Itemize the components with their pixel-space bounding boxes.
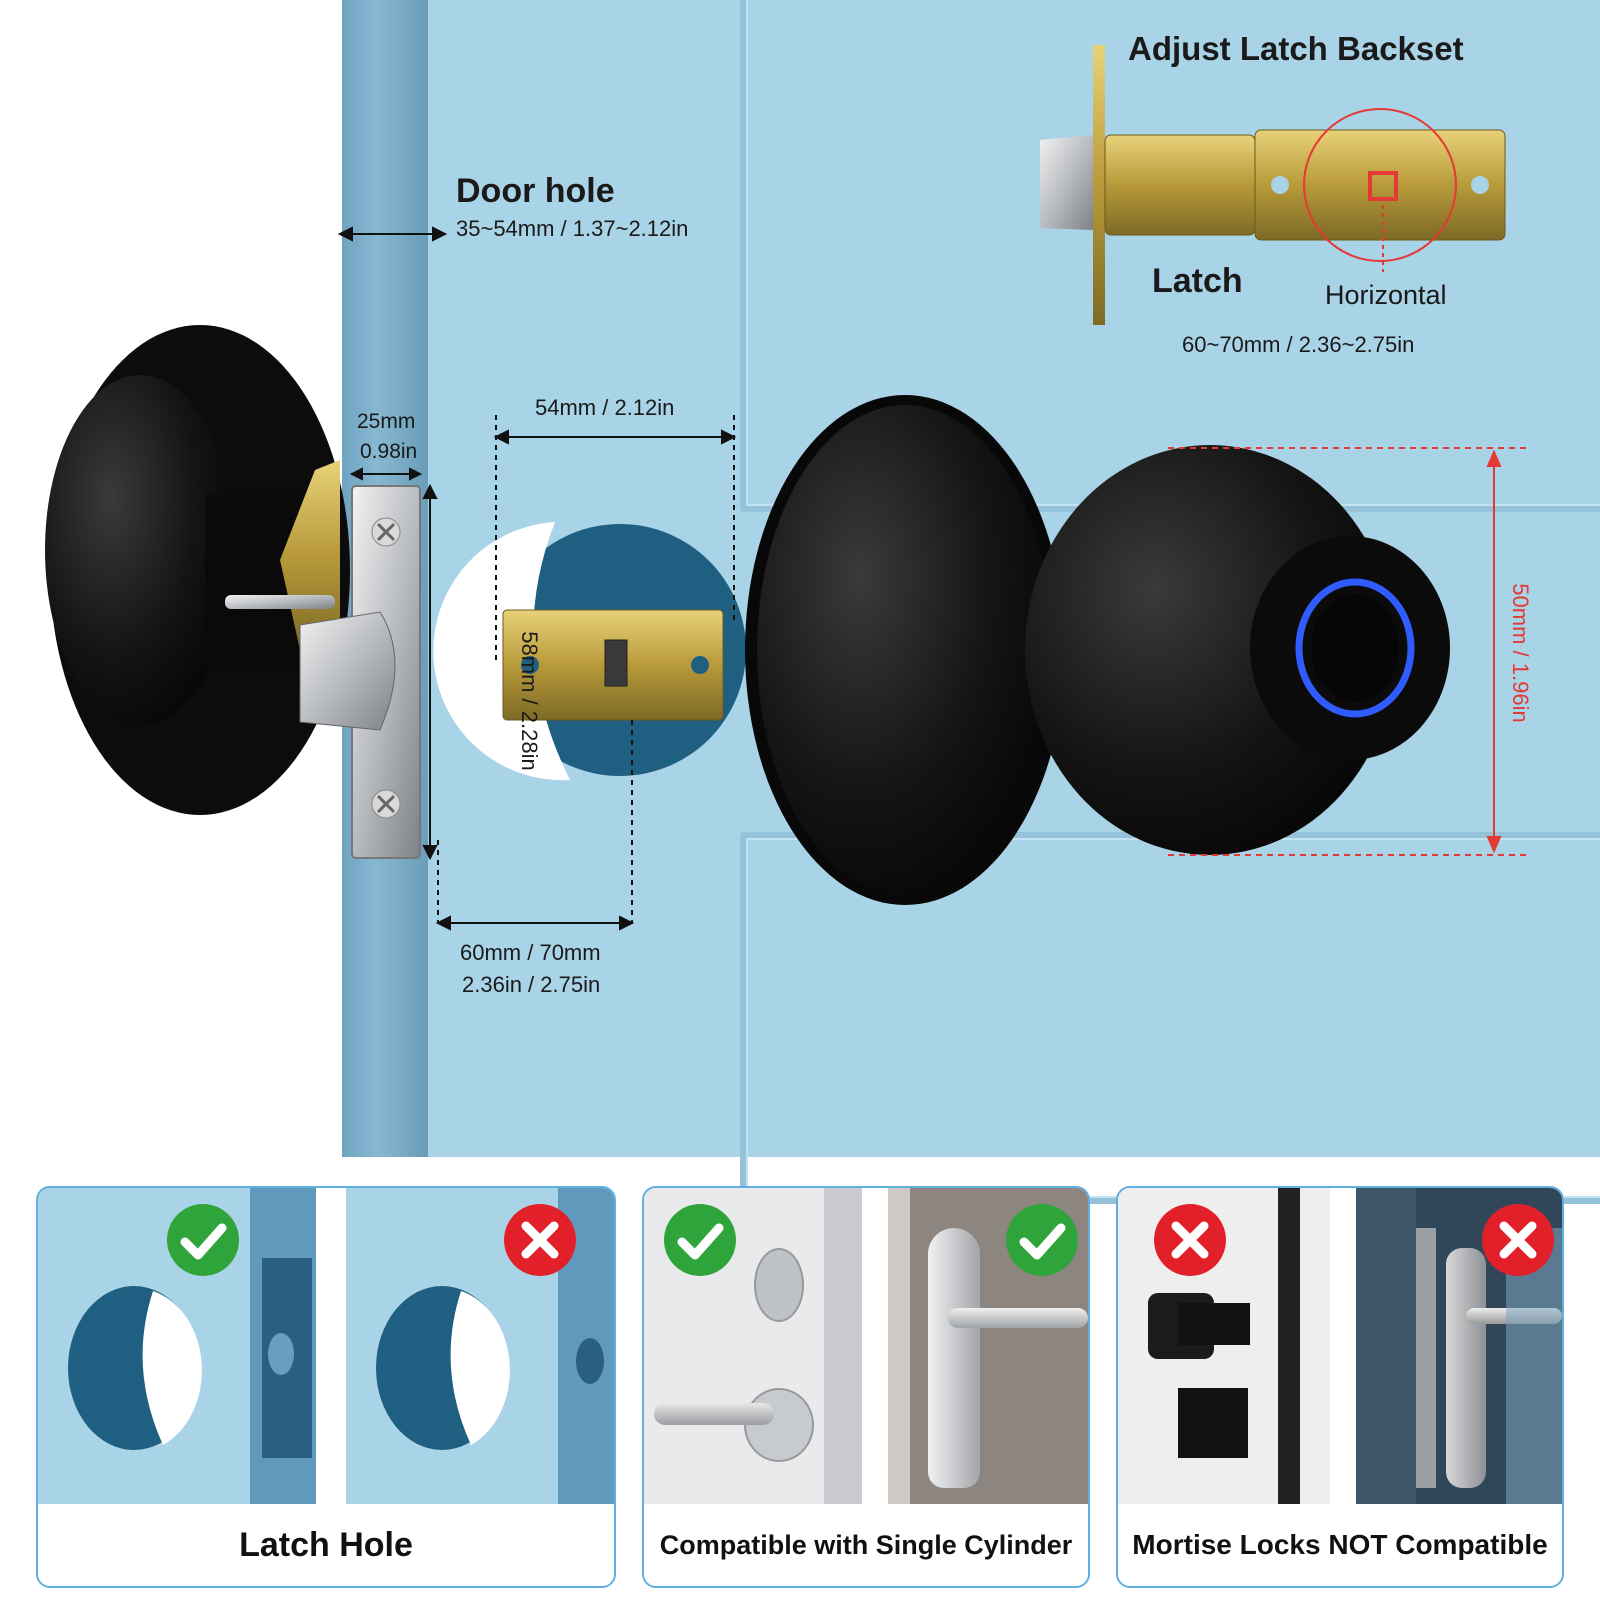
adjust-latch-title: Adjust Latch Backset [1128, 30, 1464, 67]
cross-icon [1154, 1204, 1226, 1276]
card-latch-hole: Latch Hole [36, 1186, 616, 1588]
bore-dimension: 54mm / 2.12in [535, 395, 675, 420]
adjustable-latch [1040, 45, 1506, 325]
latch-backset-dimension: 60~70mm / 2.36~2.75in [1182, 332, 1415, 357]
lock-illustration [45, 45, 1530, 931]
knob-height-dimension [1168, 447, 1530, 856]
bore-hole-good-icon [68, 1286, 202, 1450]
card-label: Compatible with Single Cylinder [644, 1504, 1088, 1586]
check-icon [1006, 1204, 1078, 1276]
door-hole-dimension: 35~54mm / 1.37~2.12in [456, 216, 689, 241]
fingerprint-ring-icon [1295, 578, 1415, 718]
knob-height-label: 50mm / 1.96in [1508, 583, 1533, 723]
card-mortise-locks: Mortise Locks NOT Compatible [1116, 1186, 1564, 1588]
backset-mm: 60mm / 70mm [460, 940, 601, 965]
card-label: Latch Hole [38, 1504, 614, 1586]
latch-faceplate [299, 485, 421, 859]
door-hole-title: Door hole [456, 172, 615, 210]
check-icon [167, 1204, 239, 1276]
card-single-cylinder: Compatible with Single Cylinder [642, 1186, 1090, 1588]
card-label: Mortise Locks NOT Compatible [1118, 1504, 1562, 1586]
interior-knob [45, 325, 350, 815]
cross-icon [504, 1204, 576, 1276]
card-3-photo-left [1118, 1188, 1330, 1504]
bore-hole-bad-icon [376, 1286, 510, 1450]
horizontal-label: Horizontal [1325, 280, 1447, 310]
faceplate-height: 58mm / 2.28in [517, 631, 542, 771]
check-icon [664, 1204, 736, 1276]
faceplate-width-mm: 25mm [357, 410, 416, 433]
latch-label: Latch [1152, 262, 1243, 300]
faceplate-width-in: 0.98in [360, 440, 418, 463]
dimension-lines [337, 226, 737, 931]
smart-knob [745, 395, 1450, 905]
bore-hole-inset [433, 522, 746, 781]
card-2-photo-right [888, 1188, 1088, 1504]
cross-icon [1482, 1204, 1554, 1276]
backset-in: 2.36in / 2.75in [462, 972, 601, 997]
